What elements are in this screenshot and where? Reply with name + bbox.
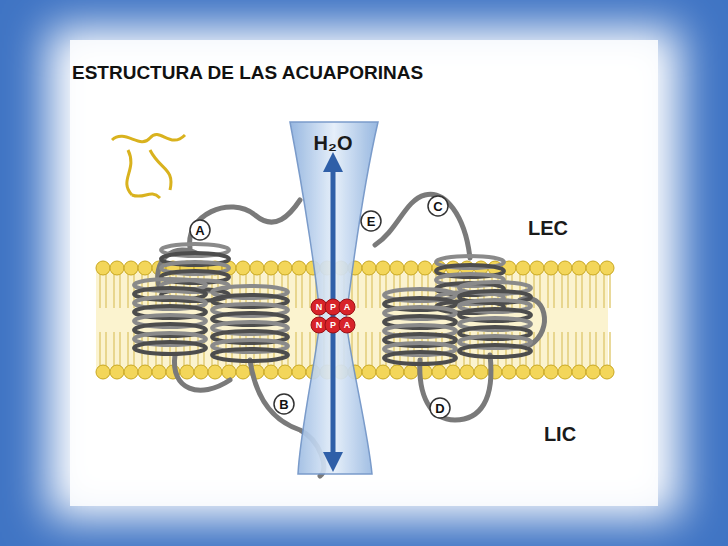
lipid-head — [390, 365, 404, 379]
lipid-head — [404, 261, 418, 275]
lipid-head — [222, 365, 236, 379]
npa-letter: P — [330, 321, 336, 330]
lipid-head — [138, 261, 152, 275]
lipid-head — [124, 365, 138, 379]
lipid-head — [502, 365, 516, 379]
lipid-head — [544, 365, 558, 379]
npa-letter: A — [344, 303, 351, 312]
callout-letter: B — [279, 398, 288, 411]
callout-letter: A — [195, 224, 204, 237]
lipid-head — [460, 365, 474, 379]
lipid-head — [362, 365, 376, 379]
lipid-head — [292, 261, 306, 275]
lipid-head — [278, 261, 292, 275]
helix-ring — [212, 349, 288, 361]
lipid-head — [404, 365, 418, 379]
npa-motif — [311, 299, 355, 333]
callout-letter: D — [435, 402, 444, 415]
molecule-label: H₂O — [314, 133, 353, 153]
lipid-head — [138, 365, 152, 379]
npa-letter: N — [316, 303, 323, 312]
region-label: LEC — [528, 218, 568, 238]
lipid-head — [390, 261, 404, 275]
lipid-head — [194, 365, 208, 379]
helix-ring — [384, 352, 456, 364]
lipid-head — [558, 261, 572, 275]
figure-panel — [96, 118, 608, 476]
lipid-head — [572, 261, 586, 275]
lipid-head — [236, 261, 250, 275]
lipid-head — [362, 261, 376, 275]
lipid-head — [530, 365, 544, 379]
lipid-head — [264, 365, 278, 379]
water-channel — [290, 122, 378, 474]
lipid-head — [432, 365, 446, 379]
lipid-head — [530, 261, 544, 275]
lipid-head — [376, 261, 390, 275]
lipid-head — [516, 365, 530, 379]
lipid-head — [124, 261, 138, 275]
lipid-head — [152, 365, 166, 379]
lipid-head — [110, 365, 124, 379]
region-label: LIC — [544, 424, 576, 444]
lipid-head — [292, 365, 306, 379]
lipid-head — [558, 365, 572, 379]
npa-letter: P — [330, 303, 336, 312]
lipid-head — [208, 365, 222, 379]
lipid-head — [376, 365, 390, 379]
lipid-head — [236, 365, 250, 379]
helix-ring — [459, 345, 531, 357]
lipid-head — [278, 365, 292, 379]
lipid-head — [516, 261, 530, 275]
lipid-head — [250, 261, 264, 275]
lipid-head — [572, 365, 586, 379]
lipid-head — [96, 261, 110, 275]
frame-panel — [70, 40, 658, 506]
lipid-head — [586, 261, 600, 275]
lipid-head — [96, 365, 110, 379]
npa-letter: N — [316, 321, 323, 330]
slide-title: ESTRUCTURA DE LAS ACUAPORINAS — [72, 62, 423, 84]
helix-ring — [134, 342, 206, 354]
callout-letter: E — [367, 215, 376, 228]
lipid-head — [586, 365, 600, 379]
lipid-head — [264, 261, 278, 275]
npa-letter: A — [344, 321, 351, 330]
callout-circle — [190, 196, 450, 418]
sugar-chain — [112, 135, 185, 198]
callout-letter: C — [433, 200, 442, 213]
lipid-head — [180, 365, 194, 379]
lipid-head — [418, 261, 432, 275]
lipid-head — [446, 365, 460, 379]
lipid-head — [474, 365, 488, 379]
lipid-head — [544, 261, 558, 275]
lipid-head — [110, 261, 124, 275]
lipid-head — [600, 261, 614, 275]
frame-glow — [48, 28, 680, 518]
lipid-head — [600, 365, 614, 379]
